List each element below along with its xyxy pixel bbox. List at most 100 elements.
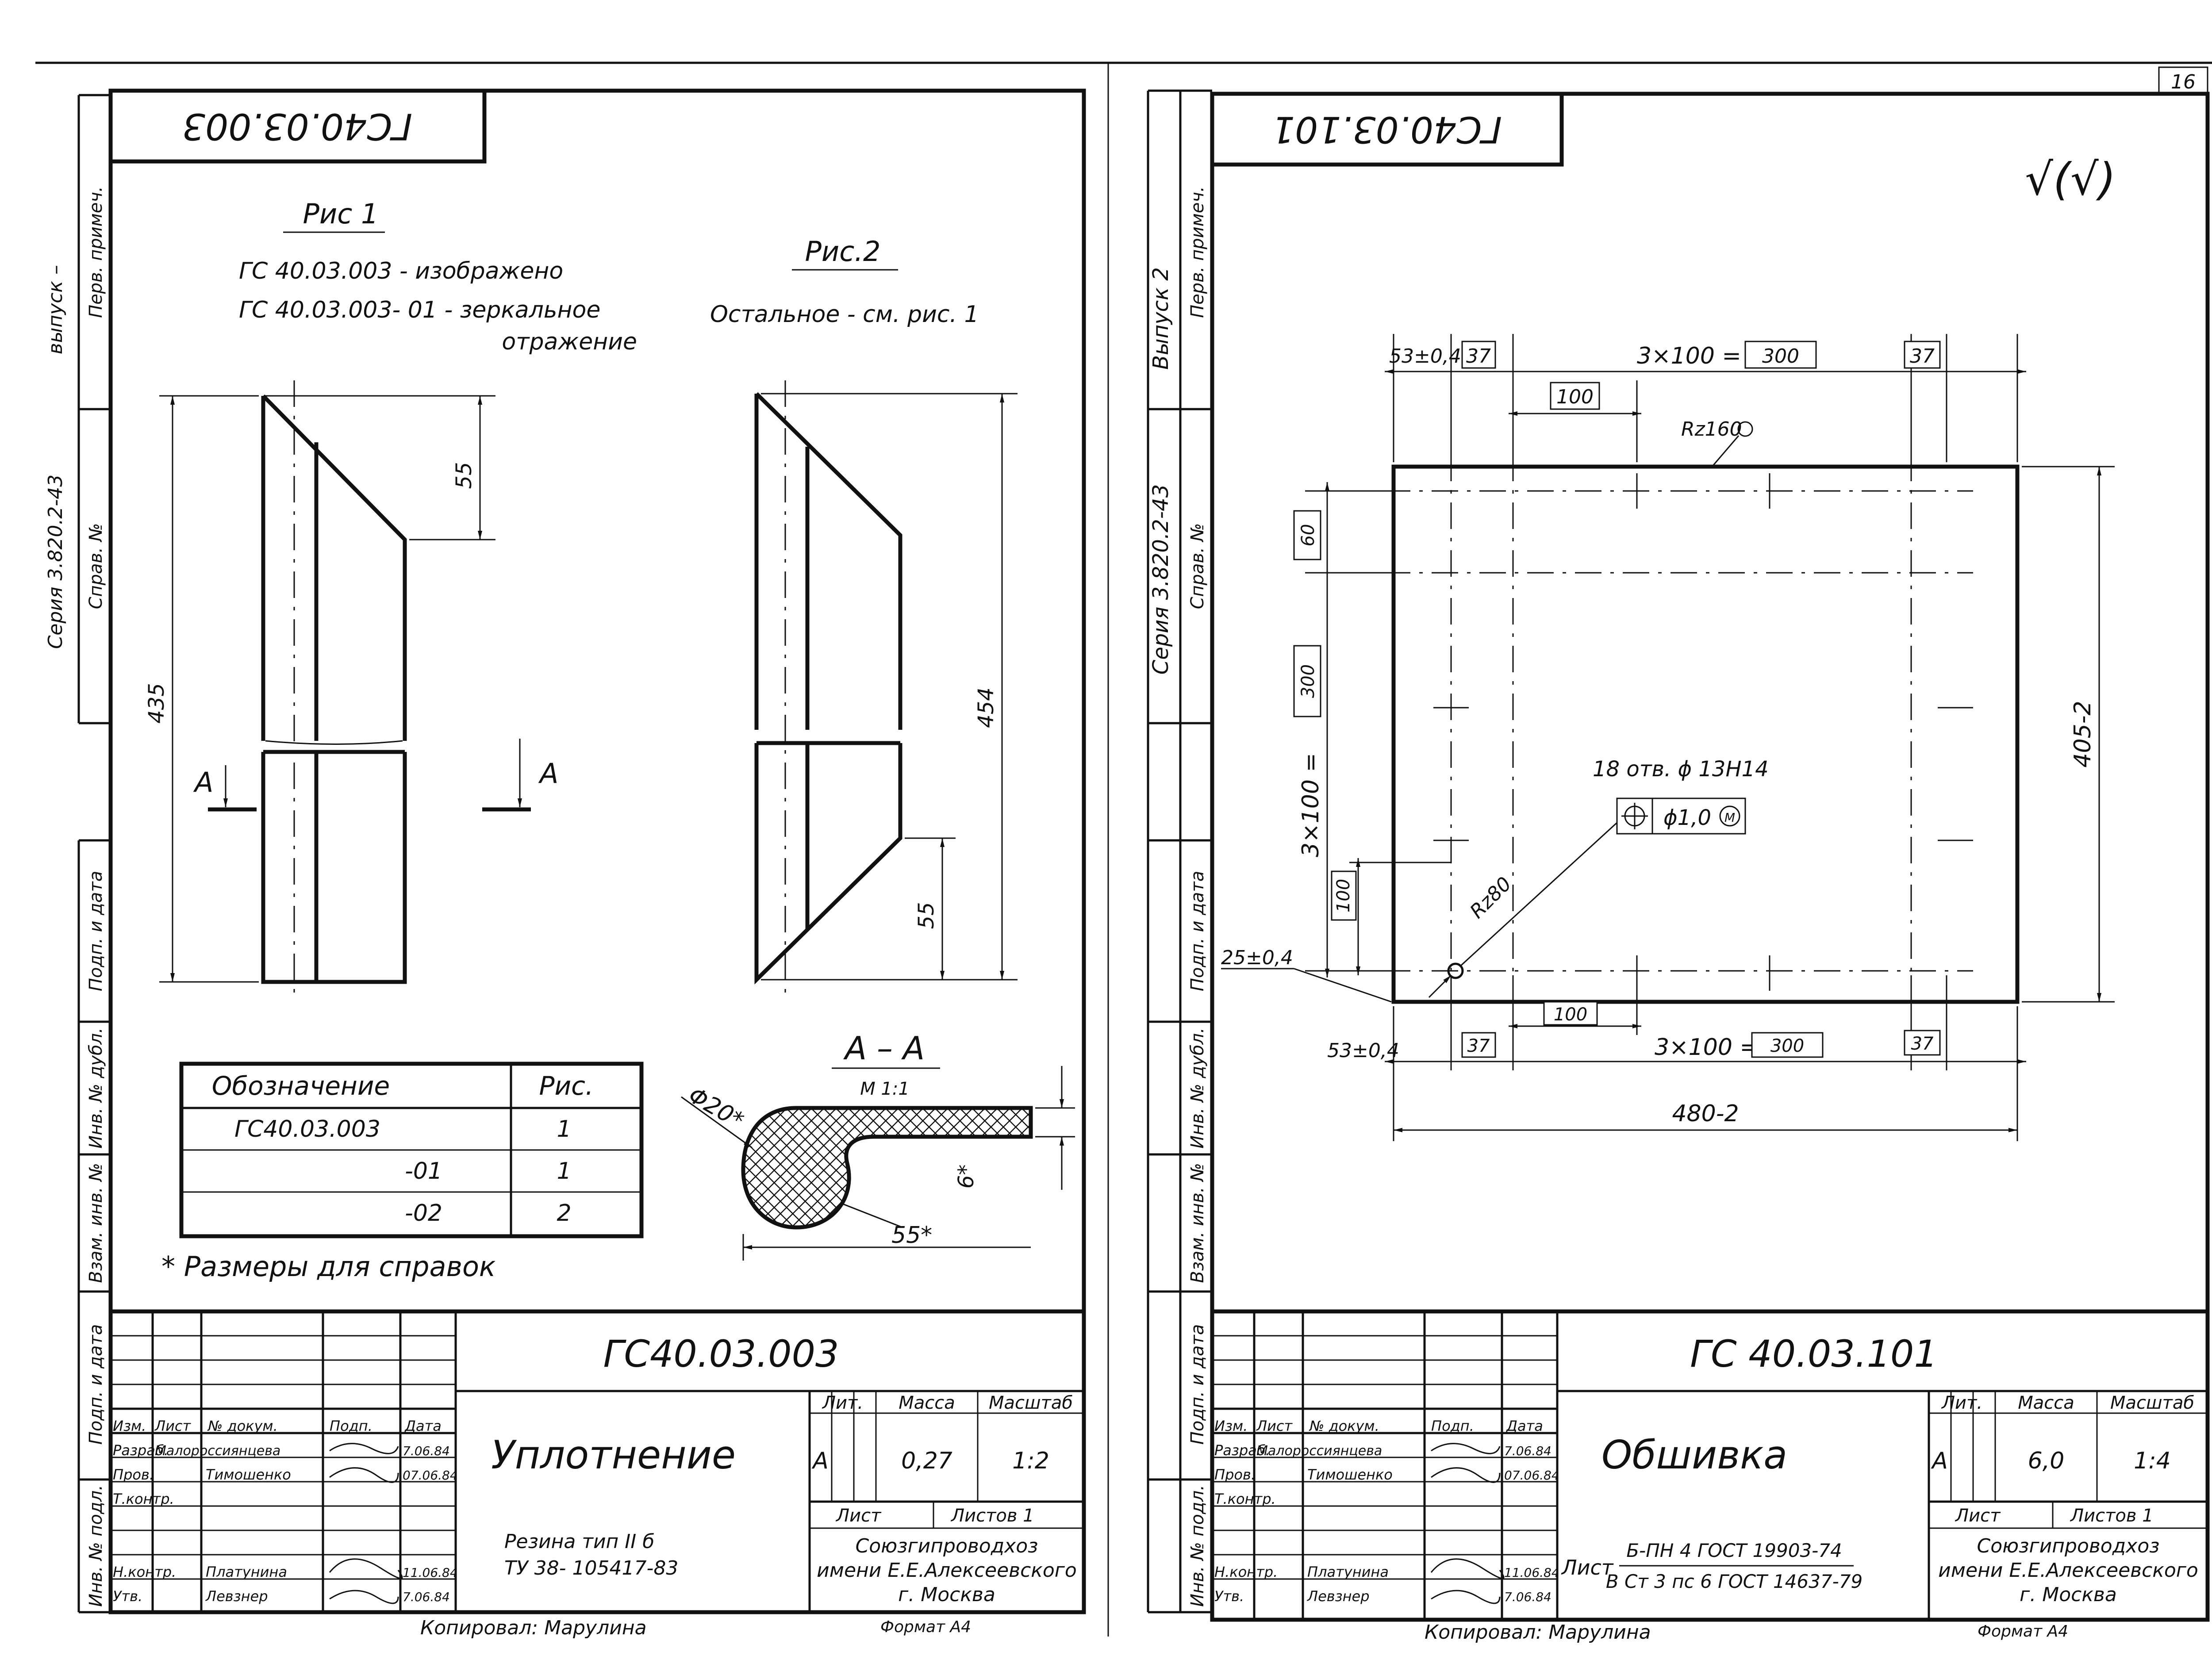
right-col-sign: Подп. xyxy=(1431,1418,1474,1434)
dim-phi20: Φ20* xyxy=(684,1082,748,1135)
left-lit-label: Лит. xyxy=(822,1393,863,1413)
margin-issue-note: выпуск – xyxy=(44,265,67,354)
margin-issue-note: Выпуск 2 xyxy=(1148,267,1173,370)
right-col-date: Дата xyxy=(1505,1418,1543,1434)
right-format: Формат А4 xyxy=(1978,1622,2068,1641)
left-material-1: Резина тип II б xyxy=(504,1530,654,1553)
dim-55-section: 55* xyxy=(891,1222,932,1249)
left-org-2: имени Е.Е.Алексеевского xyxy=(817,1559,1077,1582)
dim-left-pitch: 3×100 = xyxy=(1298,753,1324,857)
hole-roughness: Rz80 xyxy=(1466,873,1516,923)
variants-table: Обозначение Рис. ГС40.03.003 1 -01 1 -02… xyxy=(179,1062,644,1238)
dim-bottom-37-right: 37 xyxy=(1911,1034,1934,1054)
left-role: Н.контр. xyxy=(113,1564,176,1580)
signature xyxy=(329,1558,403,1579)
left-mass-label: Масса xyxy=(899,1393,955,1413)
left-role-date: 07.06.84 xyxy=(403,1468,458,1483)
position-tolerance: ϕ1,0 xyxy=(1663,805,1711,830)
left-role-date: 7.06.84 xyxy=(403,1590,450,1604)
dim-bottom-100: 100 xyxy=(1554,1004,1587,1025)
margin-vzam-inv: Взам. инв. № xyxy=(86,1163,106,1283)
left-role: Т.контр. xyxy=(113,1491,174,1507)
right-scale-label: Масштаб xyxy=(2110,1393,2194,1413)
right-material-1: Б-ПН 4 ГОСТ 19903-74 xyxy=(1626,1540,1842,1561)
fig1-note-3: отражение xyxy=(502,329,637,355)
dim-55-top: 55 xyxy=(452,462,476,489)
fig1-note-1: ГС 40.03.003 - изображено xyxy=(239,258,563,284)
dim-top-37-right: 37 xyxy=(1910,345,1935,368)
left-sheet: Перв. примеч. Справ. № Подп. и дата Инв.… xyxy=(44,88,1086,1639)
margin-perv-primech: Перв. примеч. xyxy=(86,186,106,318)
right-copied-by: Копировал: Марулина xyxy=(1425,1621,1651,1644)
hole xyxy=(1447,962,1464,979)
signature xyxy=(1431,1590,1501,1604)
left-role-name: Малороссиянцева xyxy=(155,1443,280,1459)
page-number: 16 xyxy=(2171,71,2196,93)
table-cell: 1 xyxy=(557,1116,571,1142)
margin-podp-data-2: Подп. и дата xyxy=(86,1324,106,1445)
dim-top-37-left: 37 xyxy=(1466,345,1491,368)
hole-callout: 18 отв. ϕ 13Н14 xyxy=(1593,757,1769,782)
right-role-date: 7.06.84 xyxy=(1504,1444,1551,1458)
left-col-date: Дата xyxy=(404,1418,442,1434)
section-scale: М 1:1 xyxy=(860,1079,910,1099)
fig2-note: Остальное - см. рис. 1 xyxy=(710,301,979,328)
left-sheet-label: Лист xyxy=(835,1506,882,1526)
table-cell: 2 xyxy=(557,1200,571,1227)
table-cell: 1 xyxy=(557,1158,571,1184)
left-code-stamp-box xyxy=(108,88,487,164)
margin-sprav-no: Справ. № xyxy=(1187,523,1208,609)
margin-inv-dubl: Инв. № дубл. xyxy=(1187,1027,1208,1149)
right-doc-code: ГС 40.03.101 xyxy=(1690,1332,1938,1376)
left-mass-value: 0,27 xyxy=(901,1448,952,1474)
dim-height: 405-2 xyxy=(2070,701,2096,767)
right-role-date: 7.06.84 xyxy=(1504,1590,1551,1604)
right-role-name: Тимошенко xyxy=(1307,1466,1393,1483)
left-copied-by: Копировал: Марулина xyxy=(420,1617,647,1639)
dim-435: 435 xyxy=(144,683,169,724)
right-role-name: Платунина xyxy=(1307,1564,1389,1580)
margin-inv-podl: Инв. № подл. xyxy=(86,1485,106,1607)
right-lit-label: Лит. xyxy=(1941,1393,1982,1413)
left-part-name: Уплотнение xyxy=(491,1432,736,1478)
right-title-block: ГС 40.03.101 Обшивка Лист Б-ПН 4 ГОСТ 19… xyxy=(1212,1309,2208,1644)
left-org-3: г. Москва xyxy=(898,1583,995,1606)
left-lit-value: А xyxy=(811,1448,829,1474)
left-col-doc: № докум. xyxy=(207,1418,278,1434)
right-mass-value: 6,0 xyxy=(2028,1448,2065,1474)
right-code-stamp-box xyxy=(1210,92,1564,167)
left-col-izm: Изм. xyxy=(113,1418,146,1434)
dim-bottom-pitch: 3×100 = xyxy=(1655,1034,1759,1061)
dim-width: 480-2 xyxy=(1672,1100,1739,1127)
right-material-label: Лист xyxy=(1561,1556,1614,1579)
margin-series-note: Серия 3.820.2-43 xyxy=(1148,484,1173,675)
table-cell: -02 xyxy=(405,1200,442,1227)
right-role-name: Левзнер xyxy=(1307,1588,1370,1605)
right-role: Разраб. xyxy=(1214,1442,1270,1459)
right-role: Утв. xyxy=(1214,1588,1244,1605)
margin-vzam-inv: Взам. инв. № xyxy=(1187,1163,1208,1283)
right-col-doc: № докум. xyxy=(1309,1418,1379,1434)
right-sheets-label: Листов 1 xyxy=(2070,1506,2154,1526)
dim-left-offset: 25±0,4 xyxy=(1221,947,1293,969)
left-role-date: 7.06.84 xyxy=(403,1444,450,1458)
dim-top-pitch: 3×100 = xyxy=(1637,343,1741,369)
margin-series-note: Серия 3.820.2-43 xyxy=(44,475,67,649)
right-role: Пров. xyxy=(1214,1466,1256,1483)
left-scale-label: Масштаб xyxy=(989,1393,1073,1413)
right-org-1: Союзгипроводхоз xyxy=(1977,1535,2159,1557)
right-mass-label: Масса xyxy=(2018,1393,2074,1413)
table-cell: ГС40.03.003 xyxy=(234,1116,380,1142)
left-org-1: Союзгипроводхоз xyxy=(855,1535,1038,1557)
roughness-symbol: √(√) xyxy=(2025,153,2116,205)
left-frame xyxy=(108,88,1086,1614)
left-code-stamp: ГС40.03.003 xyxy=(182,105,412,147)
section-a-a: А – А М 1:1 6* 55* Φ20* xyxy=(681,1030,1075,1261)
fig1-note-2: ГС 40.03.003- 01 - зеркальное xyxy=(239,297,600,323)
section-mark-left: А xyxy=(193,766,213,798)
signature xyxy=(329,1443,399,1454)
dim-bottom-37-left: 37 xyxy=(1467,1036,1490,1056)
left-title-block: ГС40.03.003 Уплотнение Резина тип II б Т… xyxy=(111,1309,1084,1639)
plate-drawing: 53±0,4 37 3×100 = 300 37 100 Rz160 60 3×… xyxy=(1221,334,2115,1141)
